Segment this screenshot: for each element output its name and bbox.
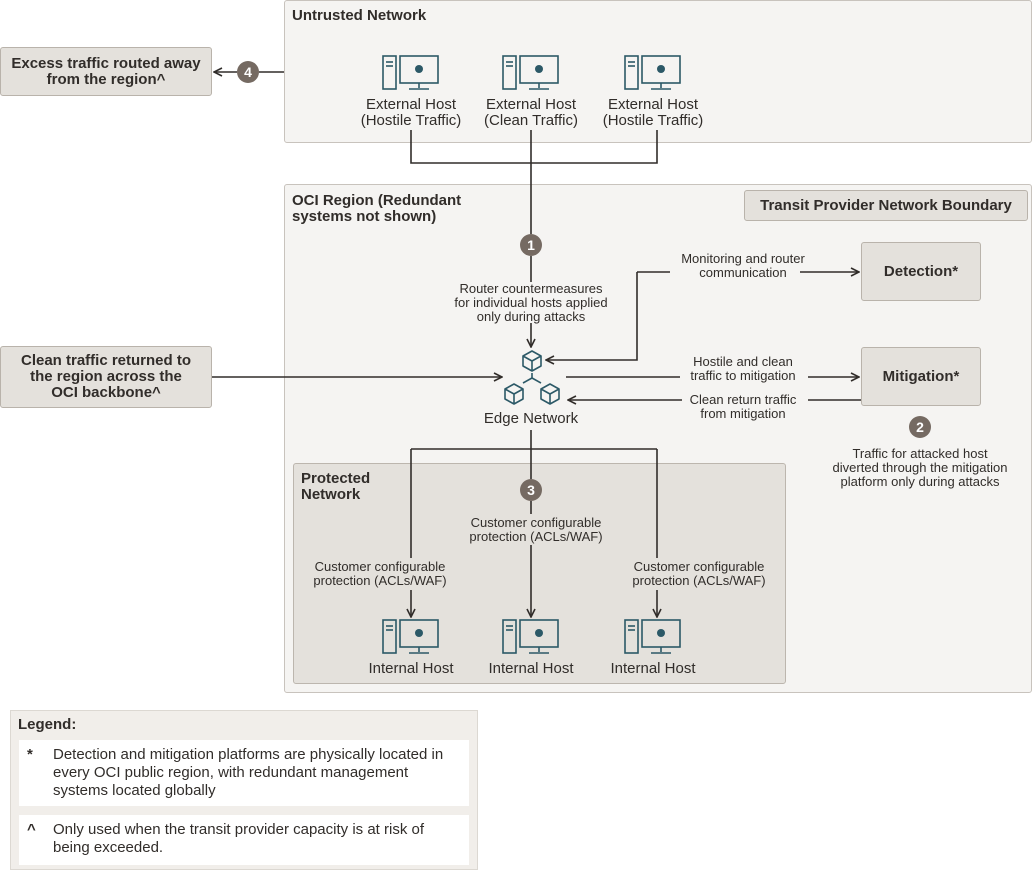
arrow-monitoring-to-edge bbox=[546, 272, 638, 360]
oci-region-title: OCI Region (Redundant systems not shown) bbox=[292, 192, 462, 225]
detection-box: Detection* bbox=[861, 242, 981, 301]
legend-symbol: ^ bbox=[27, 821, 36, 838]
hostile-clean-note: Hostile and clean traffic to mitigation bbox=[690, 354, 796, 383]
internal-host-label: Internal Host bbox=[488, 660, 574, 677]
external-host-label: External Host (Hostile Traffic) bbox=[360, 96, 462, 129]
protection-note-center: Customer configurable protection (ACLs/W… bbox=[469, 515, 603, 544]
transit-boundary-box: Transit Provider Network Boundary bbox=[744, 190, 1028, 221]
step-badge-1: 1 bbox=[520, 234, 542, 256]
external-host-label: External Host (Hostile Traffic) bbox=[602, 96, 704, 129]
step-badge-3: 3 bbox=[520, 479, 542, 501]
computer-icon bbox=[382, 619, 439, 654]
legend-text: Only used when the transit provider capa… bbox=[53, 821, 425, 856]
external-hosts-bus bbox=[410, 130, 658, 164]
computer-icon bbox=[502, 55, 559, 90]
protection-note-right: Customer configurable protection (ACLs/W… bbox=[632, 559, 766, 588]
legend-item-asterisk: * Detection and mitigation platforms are… bbox=[19, 740, 469, 806]
internal-host-label: Internal Host bbox=[368, 660, 454, 677]
protected-network-title: Protected Network bbox=[301, 470, 371, 503]
clean-return-note: Clean return traffic from mitigation bbox=[689, 392, 797, 421]
computer-icon bbox=[624, 619, 681, 654]
step-badge-4: 4 bbox=[237, 61, 259, 83]
computer-icon bbox=[624, 55, 681, 90]
legend-item-caret: ^ Only used when the transit provider ca… bbox=[19, 815, 469, 865]
computer-icon bbox=[382, 55, 439, 90]
legend-symbol: * bbox=[27, 746, 33, 763]
legend-title: Legend: bbox=[18, 716, 77, 733]
mitigation-box: Mitigation* bbox=[861, 347, 981, 406]
computer-icon bbox=[502, 619, 559, 654]
external-host-label: External Host (Clean Traffic) bbox=[484, 96, 578, 129]
clean-traffic-returned-box: Clean traffic returned to the region acr… bbox=[0, 346, 212, 408]
protection-note-left: Customer configurable protection (ACLs/W… bbox=[313, 559, 447, 588]
monitoring-note: Monitoring and router communication bbox=[681, 251, 805, 280]
legend-text: Detection and mitigation platforms are p… bbox=[53, 746, 444, 799]
router-countermeasures-note: Router countermeasures for individual ho… bbox=[454, 281, 608, 324]
edge-network-label: Edge Network bbox=[483, 410, 579, 427]
excess-traffic-box: Excess traffic routed away from the regi… bbox=[0, 47, 212, 96]
edge-network-icon bbox=[504, 350, 560, 405]
untrusted-network-title: Untrusted Network bbox=[292, 7, 427, 24]
internal-host-label: Internal Host bbox=[610, 660, 696, 677]
step-badge-2: 2 bbox=[909, 416, 931, 438]
diverted-traffic-note: Traffic for attacked host diverted throu… bbox=[832, 446, 1008, 489]
